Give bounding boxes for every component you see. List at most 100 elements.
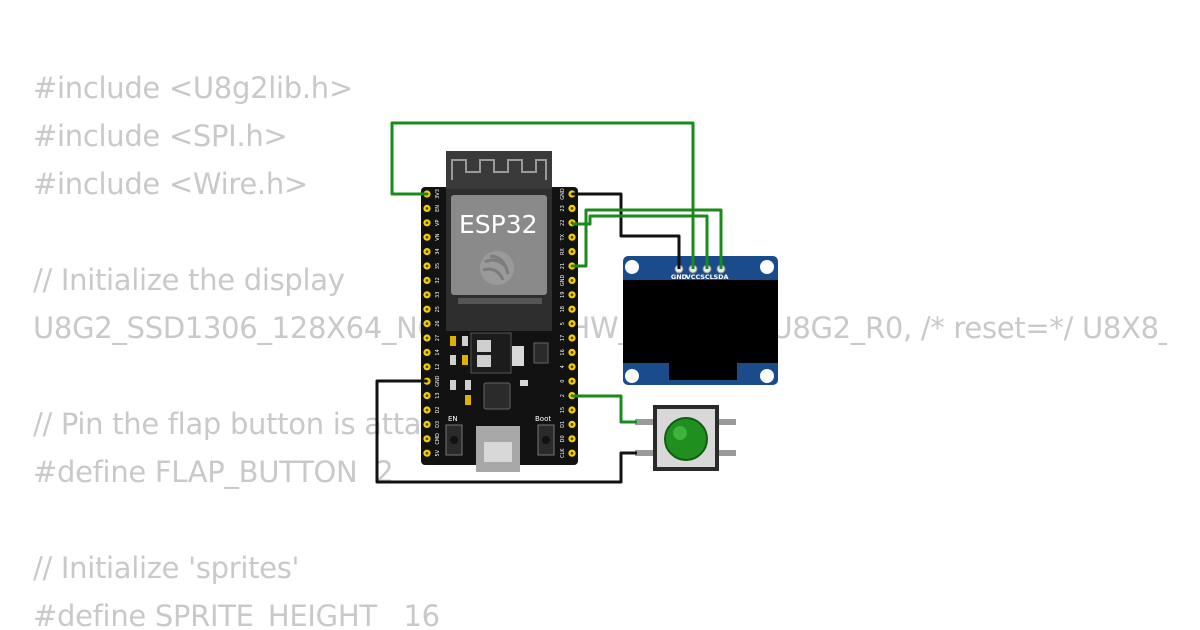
pin-hole <box>570 235 574 239</box>
oled-pin-label: SCL <box>700 273 714 281</box>
pin-hole <box>425 437 429 441</box>
pin-label: 16 <box>560 349 566 355</box>
pin-hole <box>425 451 429 455</box>
smd-resistor-3 <box>450 380 456 390</box>
code-line: #include <U8g2lib.h> <box>33 71 353 105</box>
wire-gnd-to-button[interactable] <box>375 379 637 484</box>
pin-hole <box>570 423 574 426</box>
oled-pin-label: VCC <box>686 273 701 281</box>
pin-hole <box>570 307 574 311</box>
code-line: #define FLAP_BUTTON 2 <box>33 455 394 489</box>
pin-hole <box>425 423 429 426</box>
pin-hole <box>570 293 574 297</box>
left-pin-header: 3V3ENVPVN343532332526271412GND13D2D3CMD5… <box>423 189 441 457</box>
pin-hole <box>570 207 574 210</box>
pin-label: RX <box>560 248 566 255</box>
pin-label: 18 <box>560 306 566 312</box>
pin-hole <box>425 279 429 282</box>
pin-label: 27 <box>435 335 441 341</box>
wire-21-to-sda[interactable] <box>572 208 723 269</box>
pin-hole <box>570 322 574 325</box>
pin-label: 25 <box>435 306 441 312</box>
pin-label: GND <box>560 275 566 287</box>
pin-hole <box>425 351 429 354</box>
pin-hole <box>570 279 574 282</box>
pin-label: 22 <box>560 220 566 226</box>
pin-hole <box>570 379 574 383</box>
pin-label: D0 <box>560 435 566 442</box>
smd-cap <box>462 355 468 365</box>
oled-pin-label: GND <box>671 273 688 281</box>
pin-label: 4 <box>560 365 566 368</box>
pin-label: 17 <box>560 335 566 341</box>
smd-part <box>520 380 528 386</box>
pin-hole <box>425 221 429 225</box>
pin-hole <box>425 250 429 254</box>
push-button[interactable] <box>635 405 736 471</box>
pin-label: 21 <box>560 263 566 269</box>
button-leg-bl <box>635 450 655 456</box>
pin-label: TX <box>560 233 566 241</box>
wires <box>375 121 723 484</box>
smd-resistor-4 <box>465 380 471 390</box>
code-line: #define SPRITE_HEIGHT 16 <box>33 599 440 630</box>
button-leg-tl <box>635 419 655 425</box>
usb-uart-chip <box>483 382 511 410</box>
pin-label: 35 <box>435 263 441 269</box>
oled-ribbon <box>669 363 737 380</box>
pin-label: 3V3 <box>435 189 441 199</box>
pin-label: GND <box>435 375 441 387</box>
oled-hole-br <box>760 369 774 383</box>
pin-label: D1 <box>560 421 566 428</box>
esp32-board[interactable]: ESP32 EN Boot 3V3ENVPVN34353233252627141… <box>421 151 578 472</box>
pin-label: 12 <box>435 364 441 370</box>
boot-button-cap <box>542 436 550 444</box>
oled-hole-tr <box>760 260 774 274</box>
pin-hole <box>425 408 429 412</box>
regulator-tab <box>477 340 491 352</box>
wire-3v3-to-vcc[interactable] <box>390 121 695 269</box>
pin-label: GND <box>560 188 566 200</box>
oled-hole-bl <box>625 369 639 383</box>
pin-hole <box>425 336 429 340</box>
pin-label: VP <box>435 220 441 226</box>
pin-label: 19 <box>560 292 566 298</box>
en-label: EN <box>448 415 458 423</box>
regulator-tab-2 <box>477 355 491 367</box>
pin-label: 23 <box>560 205 566 211</box>
pin-label: EN <box>435 205 441 212</box>
pin-hole <box>425 394 429 397</box>
transistor <box>533 342 549 364</box>
code-line: // Initialize the display <box>33 263 345 297</box>
button-leg-br <box>716 450 736 456</box>
pin-hole <box>425 235 429 239</box>
esp32-title: ESP32 <box>459 210 538 239</box>
pin-label: D2 <box>435 406 441 413</box>
antenna-trace-icon <box>451 159 547 180</box>
pin-label: 5 <box>560 322 566 325</box>
smd-led-2 <box>465 395 471 405</box>
pin-label: 5V <box>435 449 441 456</box>
diode <box>512 346 524 366</box>
button-leg-tr <box>716 419 736 425</box>
pin-hole <box>425 365 429 369</box>
en-button-cap <box>450 436 458 444</box>
wire-gpio2-to-button[interactable] <box>572 394 637 424</box>
code-line: #include <SPI.h> <box>33 119 288 153</box>
pin-hole <box>425 322 429 325</box>
esp32-shield <box>451 195 547 295</box>
pin-hole <box>425 264 429 268</box>
module-pads <box>458 298 542 304</box>
oled-pin-label: SDA <box>713 273 728 281</box>
pin-hole <box>570 437 574 441</box>
wire-gnd-to-oled-gnd[interactable] <box>572 192 681 269</box>
pin-hole <box>425 307 429 311</box>
pin-label: 15 <box>560 407 566 413</box>
pin-hole <box>570 365 574 369</box>
button-cap[interactable] <box>664 417 708 461</box>
wire-22-to-scl[interactable] <box>572 214 709 269</box>
pin-label: CMD <box>435 433 441 445</box>
pin-label: 32 <box>435 277 441 283</box>
